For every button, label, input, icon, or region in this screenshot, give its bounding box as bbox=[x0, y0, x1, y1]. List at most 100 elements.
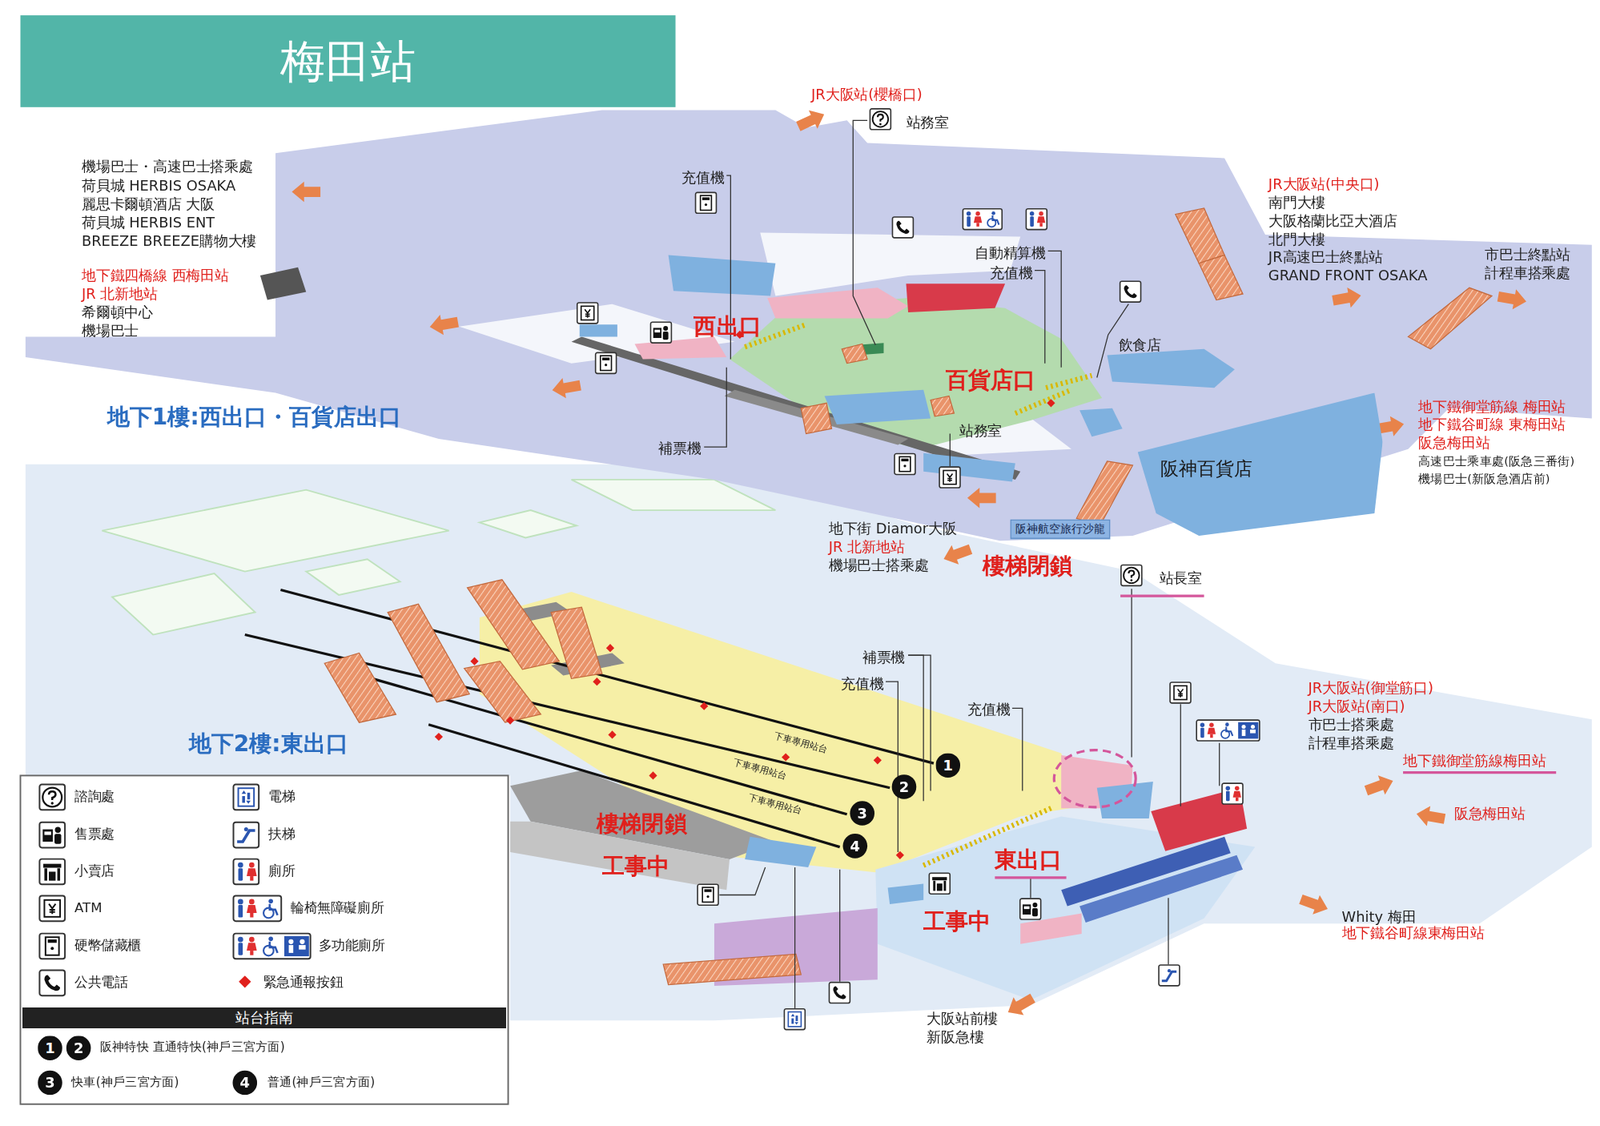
locker-icon bbox=[903, 464, 906, 467]
legend-text: 電梯 bbox=[268, 788, 295, 805]
travel-salon-box: 阪神航空旅行沙龍 bbox=[1009, 519, 1110, 539]
ticket-icon bbox=[1022, 904, 1031, 915]
shop-icon bbox=[936, 883, 943, 891]
leader-lines bbox=[908, 655, 931, 791]
info-icon bbox=[869, 108, 891, 130]
info-icon bbox=[1121, 564, 1142, 586]
wc-icon bbox=[1222, 783, 1243, 805]
exit-arrow bbox=[428, 312, 461, 338]
emergency-button bbox=[434, 732, 443, 741]
legend-header-text: 站台指南 bbox=[22, 1007, 507, 1028]
ticket-icon bbox=[654, 329, 660, 333]
phone-icon bbox=[828, 982, 850, 1004]
multi-icon bbox=[233, 933, 311, 960]
place-label: JR大阪站(御堂筋口) bbox=[1308, 679, 1434, 697]
wc-icon bbox=[1222, 783, 1243, 805]
phone-icon bbox=[1120, 281, 1142, 302]
locker-icon bbox=[600, 355, 612, 370]
place-label: 機場巴士(新阪急酒店前) bbox=[1418, 472, 1550, 487]
shop-icon bbox=[932, 876, 947, 881]
floor-b1 bbox=[635, 336, 728, 359]
ticket-icon bbox=[39, 822, 65, 849]
area-heading: 西出口 bbox=[693, 313, 761, 341]
platform-number: 4 bbox=[233, 1070, 258, 1096]
multi-icon bbox=[1209, 722, 1215, 728]
phone-icon bbox=[892, 217, 913, 238]
place-label: 充值機 bbox=[681, 169, 725, 187]
emergency-button bbox=[506, 716, 515, 725]
place-label: 地下街 Diamor大阪 bbox=[828, 520, 957, 538]
platform-number: 1 bbox=[935, 752, 961, 778]
atm-icon bbox=[39, 895, 65, 921]
platform-number-text: 2 bbox=[892, 774, 917, 800]
floor-b1 bbox=[729, 297, 1102, 450]
place-label: 自動精算機 bbox=[974, 245, 1046, 262]
stairs bbox=[663, 953, 801, 985]
locker-icon bbox=[604, 363, 608, 366]
place-label: 飲食店 bbox=[1118, 336, 1162, 354]
elev-icon bbox=[787, 1012, 801, 1027]
platform-number-text: 3 bbox=[37, 1070, 63, 1096]
locker-icon bbox=[602, 357, 610, 360]
esc-icon bbox=[233, 822, 260, 849]
place-label: 地下鐵御堂筋線 梅田站 bbox=[1418, 397, 1566, 415]
locker-icon bbox=[697, 884, 719, 905]
stairs bbox=[1175, 208, 1225, 264]
leader-lines bbox=[1012, 707, 1023, 791]
stairs bbox=[930, 395, 954, 416]
atm-icon bbox=[1169, 682, 1191, 704]
locker-icon bbox=[695, 192, 717, 214]
stairs bbox=[387, 603, 470, 702]
place-label: 大阪格蘭比亞大酒店 bbox=[1268, 212, 1398, 230]
ticket-icon bbox=[663, 331, 669, 340]
elev-icon bbox=[791, 1013, 799, 1026]
info-icon bbox=[1121, 564, 1142, 586]
wc-icon bbox=[1029, 211, 1035, 217]
legend-header: 站台指南 bbox=[22, 1007, 507, 1028]
atm-icon bbox=[1177, 688, 1184, 697]
platform-number: 4 bbox=[843, 833, 869, 859]
phone-icon bbox=[1120, 281, 1142, 302]
elev-icon bbox=[791, 1018, 794, 1025]
track-lines bbox=[280, 590, 934, 764]
place-label: 快車(神戶三宮方面) bbox=[71, 1074, 179, 1090]
legend-text: 廁所 bbox=[268, 863, 295, 880]
leader-lines bbox=[1130, 588, 1132, 757]
ticket-icon bbox=[653, 327, 662, 338]
place-label: 站長室 bbox=[1159, 569, 1203, 587]
phone-icon bbox=[896, 221, 909, 234]
ticket-icon bbox=[650, 321, 672, 343]
legend-text: 多功能廁所 bbox=[318, 937, 386, 954]
info-icon bbox=[1123, 567, 1139, 583]
place-label: 地下鐵谷町線東梅田站 bbox=[1342, 924, 1485, 941]
place-label: JR 北新地站 bbox=[828, 538, 905, 556]
floor-b2 bbox=[875, 816, 1255, 1000]
stairs bbox=[324, 653, 396, 724]
wcw-icon bbox=[962, 209, 1002, 230]
multi-icon bbox=[1250, 724, 1255, 729]
info-icon bbox=[877, 114, 884, 122]
leader-lines bbox=[1180, 703, 1182, 806]
leader-lines bbox=[839, 869, 841, 982]
phone-icon bbox=[892, 217, 913, 238]
stairs bbox=[464, 661, 542, 723]
locker-icon bbox=[702, 196, 710, 200]
floor-b1 bbox=[25, 110, 1592, 542]
area-heading: 百貨店口 bbox=[945, 367, 1036, 395]
area-heading: 樓梯閉鎖 bbox=[596, 811, 687, 839]
place-label: 麗思卡爾頓酒店 大阪 bbox=[81, 196, 215, 214]
place-label: 高速巴士乘車處(阪急三番街) bbox=[1418, 454, 1575, 470]
place-label: 市巴士搭乘處 bbox=[1308, 716, 1395, 734]
floor-b2 bbox=[1079, 855, 1243, 923]
floor-b2 bbox=[112, 573, 255, 635]
floor-b2 bbox=[888, 883, 925, 904]
multi-icon bbox=[1210, 734, 1213, 739]
wc-icon bbox=[1038, 211, 1044, 217]
shop-icon bbox=[932, 880, 936, 892]
emergency-button bbox=[470, 657, 479, 666]
phone-icon bbox=[39, 969, 65, 996]
emergency-button bbox=[592, 677, 601, 686]
place-label: 補票機 bbox=[658, 439, 702, 457]
floor-b1 bbox=[1107, 349, 1235, 388]
exit-arrow bbox=[1330, 285, 1363, 310]
